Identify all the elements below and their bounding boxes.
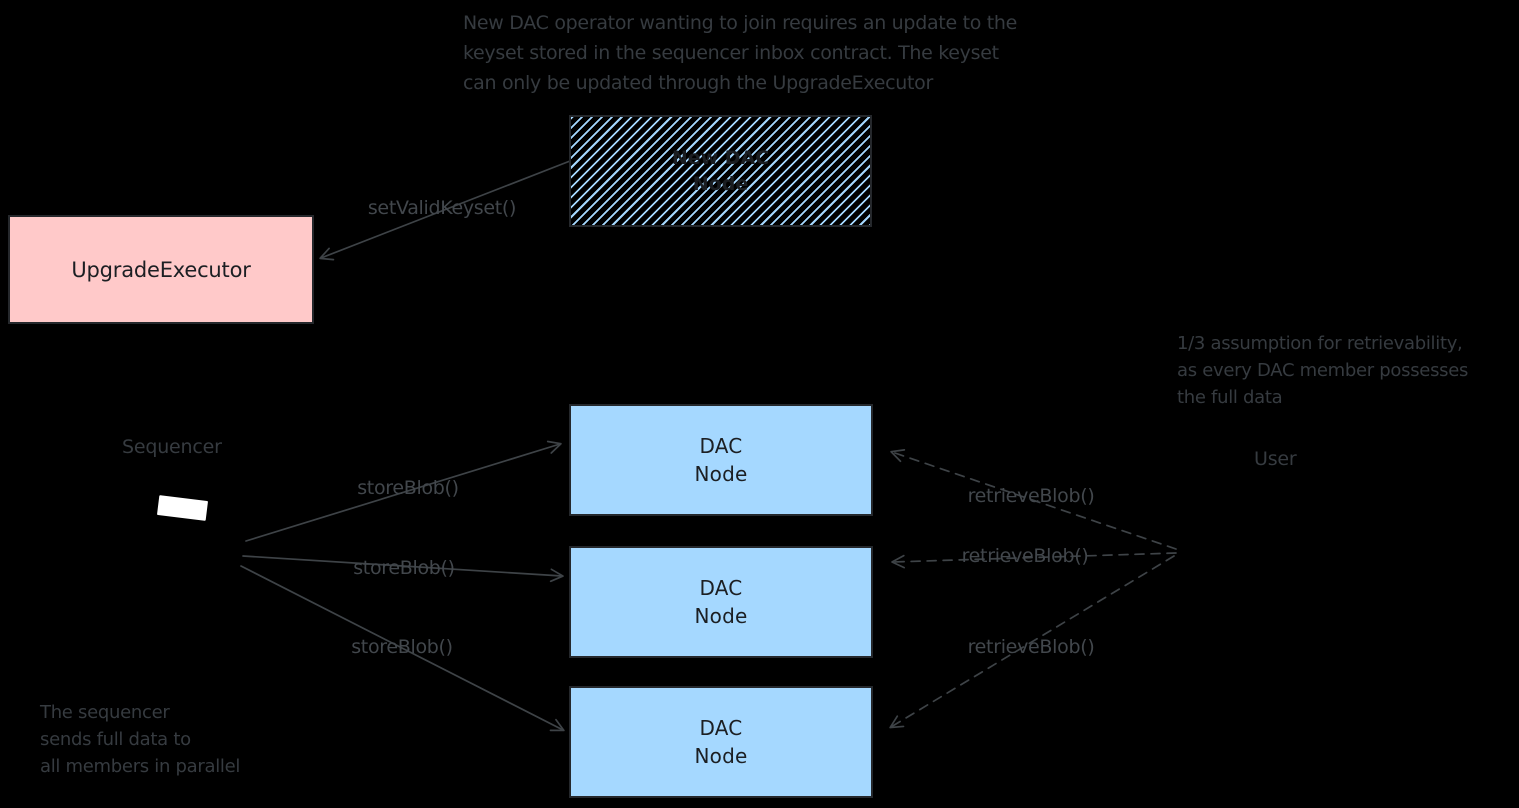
- new-dac-node-box: New DAC Node: [569, 115, 872, 227]
- dac-node-box-3: DAC Node: [569, 686, 873, 798]
- note-parallel-send: The sequencer sends full data to all mem…: [40, 702, 241, 777]
- arrow-store-blob-2: [242, 555, 564, 583]
- note-retrievability-assumption: 1/3 assumption for retrievability, as ev…: [1177, 333, 1469, 408]
- arrow-store-blob-1: [245, 440, 562, 542]
- edge-label-retrieve-blob-1: retrieveBlob(): [967, 485, 1095, 507]
- dac-node-box-1: DAC Node: [569, 404, 873, 516]
- upgrade-executor-label: UpgradeExecutor: [71, 257, 251, 282]
- edge-label-set-valid-keyset: setValidKeyset(): [367, 197, 517, 219]
- edge-label-retrieve-blob-3: retrieveBlob(): [967, 636, 1095, 658]
- upgrade-executor-box: UpgradeExecutor: [8, 215, 314, 324]
- edge-label-retrieve-blob-2: retrieveBlob(): [961, 545, 1089, 567]
- new-dac-node-label: New DAC Node: [671, 147, 770, 195]
- arrow-store-blob-3: [240, 565, 565, 732]
- dac-node-label-2: DAC Node: [694, 576, 748, 628]
- arrow-retrieve-blob-3: [889, 555, 1175, 729]
- edge-label-store-blob-1: storeBlob(): [357, 477, 459, 499]
- edge-label-store-blob-2: storeBlob(): [353, 557, 455, 579]
- arrow-retrieve-blob-1: [890, 449, 1177, 550]
- dac-node-label-1: DAC Node: [694, 434, 748, 486]
- dac-node-box-2: DAC Node: [569, 546, 873, 658]
- edge-label-store-blob-3: storeBlob(): [351, 636, 453, 658]
- user-label: User: [1254, 448, 1297, 470]
- arrow-set-valid-keyset: [319, 160, 571, 261]
- sequencer-label: Sequencer: [122, 436, 222, 458]
- dac-node-label-3: DAC Node: [694, 716, 748, 768]
- arrow-retrieve-blob-2: [891, 552, 1177, 569]
- note-keyset-update: New DAC operator wanting to join require…: [463, 12, 1018, 94]
